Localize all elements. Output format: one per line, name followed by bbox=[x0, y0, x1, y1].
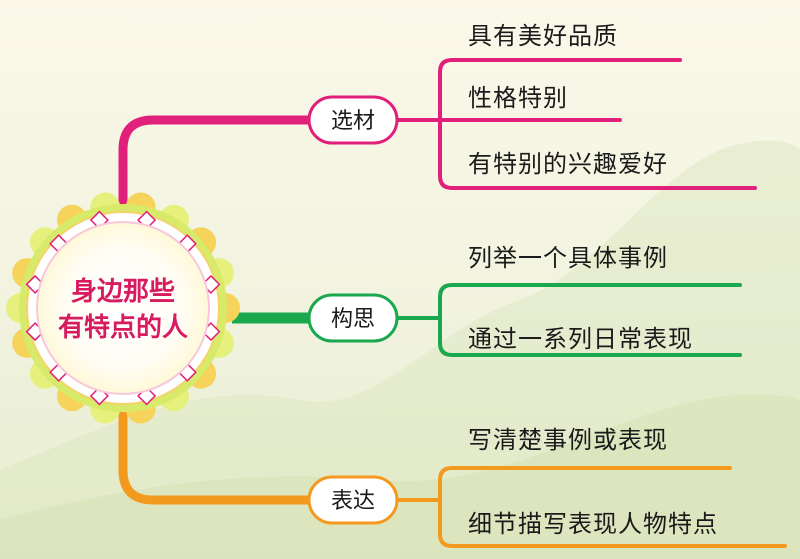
center-title-line1: 身边那些 bbox=[71, 276, 175, 307]
leaf-text: 性格特别 bbox=[468, 84, 568, 112]
leaf-text: 具有美好品质 bbox=[468, 22, 618, 50]
badge-inner bbox=[37, 222, 209, 394]
leaf-text: 有特别的兴趣爱好 bbox=[468, 150, 668, 178]
leaf-text: 细节描写表现人物特点 bbox=[468, 510, 718, 538]
node-xuancai: 选材 bbox=[309, 97, 397, 143]
node-xuancai-label: 选材 bbox=[331, 109, 375, 134]
node-biaoda: 表达 bbox=[309, 477, 397, 523]
node-gousi-label: 构思 bbox=[331, 307, 375, 332]
node-gousi: 构思 bbox=[309, 295, 397, 341]
leaf-text: 列举一个具体事例 bbox=[468, 244, 668, 272]
center-title-line2: 有特点的人 bbox=[58, 312, 188, 343]
leaf-text: 通过一系列日常表现 bbox=[468, 325, 693, 353]
leaf-text: 写清楚事例或表现 bbox=[468, 426, 668, 454]
node-biaoda-label: 表达 bbox=[331, 489, 375, 514]
